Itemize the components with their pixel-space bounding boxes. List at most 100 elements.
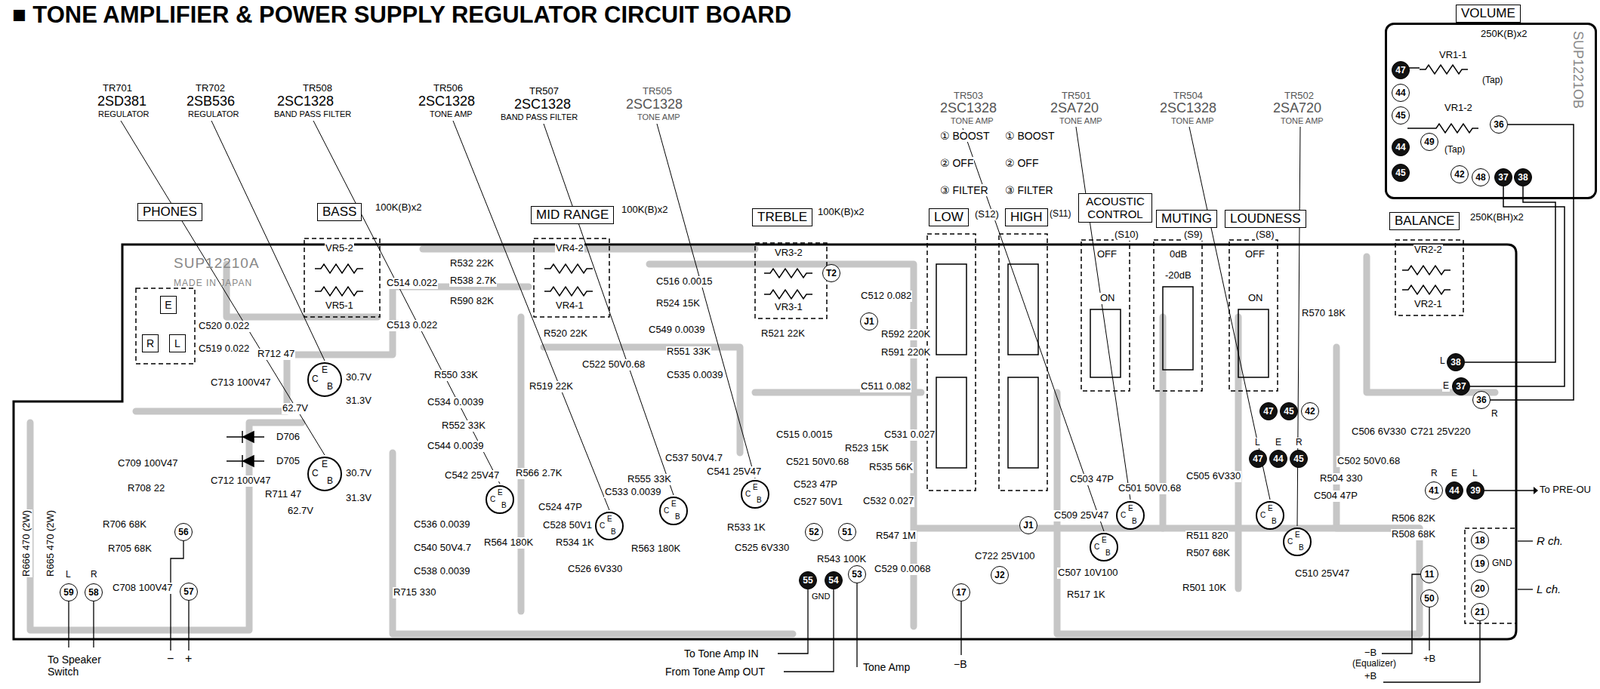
pin-letter: E bbox=[1267, 504, 1274, 513]
node-text: E bbox=[164, 299, 172, 312]
part-label: C516 0.0015 bbox=[655, 276, 713, 288]
wire bbox=[1484, 490, 1534, 491]
part-label: C514 0.022 bbox=[385, 277, 438, 290]
part-label: C509 25V47 bbox=[1053, 510, 1110, 522]
part-callout: 2SA720 bbox=[1272, 100, 1323, 117]
pin-letter: E bbox=[607, 514, 613, 524]
resistor-symbol bbox=[1402, 265, 1451, 275]
part-label: C544 0.0039 bbox=[426, 440, 485, 453]
pin-letter: B bbox=[756, 496, 762, 505]
resistor-symbol bbox=[314, 64, 1479, 300]
part-label: C505 6V330 bbox=[1185, 471, 1242, 483]
switch-outline bbox=[1081, 240, 1130, 392]
copper-trace bbox=[517, 317, 525, 612]
switch-outline bbox=[1153, 240, 1203, 392]
part-label: C527 50V1 bbox=[792, 496, 844, 509]
part-label: C511 0.082 bbox=[860, 381, 912, 393]
node-text: 45 bbox=[1293, 453, 1304, 465]
terminal-pad: 49 bbox=[1420, 132, 1439, 152]
part-callout: 2SC1328 bbox=[939, 100, 998, 117]
switch-body bbox=[1008, 264, 1039, 355]
part-label: R712 47 bbox=[256, 348, 296, 361]
label-box: LOUDNESS bbox=[1224, 209, 1307, 229]
node-text: 45 bbox=[1283, 406, 1294, 417]
part-label: R564 180K bbox=[483, 537, 534, 549]
part-label: C515 0.0015 bbox=[775, 429, 833, 441]
part-label: (S11) bbox=[1048, 209, 1072, 220]
pin-letter: B bbox=[610, 527, 617, 537]
label-box: MUTING bbox=[1156, 209, 1218, 229]
part-label: (S10) bbox=[1113, 229, 1140, 241]
part-label: R535 56K bbox=[868, 462, 914, 474]
part-label: R532 22K bbox=[449, 258, 495, 270]
part-label: (Tap) bbox=[1481, 75, 1504, 87]
part-callout: BAND PASS FILTER bbox=[273, 109, 352, 120]
part-label: VR4-1 bbox=[554, 300, 585, 312]
terminal-pad: J1 bbox=[860, 312, 879, 331]
node-text: MID RANGE bbox=[536, 207, 609, 222]
node-text: 41 bbox=[1428, 485, 1439, 497]
part-label: GND bbox=[810, 591, 831, 602]
label-box: PHONES bbox=[137, 203, 203, 222]
label-box: VOLUME bbox=[1455, 4, 1521, 23]
jack-terminal: E bbox=[160, 295, 177, 315]
terminal-pad: 45 bbox=[1391, 106, 1410, 125]
part-label: C542 25V47 bbox=[443, 470, 500, 482]
part-label: R592 220K bbox=[880, 329, 932, 341]
terminal-pad: 58 bbox=[84, 583, 103, 602]
label-box: ACOUSTIC CONTROL bbox=[1078, 193, 1153, 223]
part-label: R519 22K bbox=[528, 381, 574, 393]
pin-letter: E bbox=[1128, 504, 1134, 513]
leader-line bbox=[120, 120, 1301, 532]
part-label: R517 1K bbox=[1066, 589, 1107, 602]
part-label: C538 0.0039 bbox=[413, 566, 471, 578]
part-callout: TONE AMP bbox=[949, 116, 995, 127]
part-label: C709 100V47 bbox=[117, 458, 179, 470]
terminal-pad: 20 bbox=[1470, 579, 1490, 599]
part-label: 31.3V bbox=[345, 395, 373, 407]
board-outline bbox=[13, 244, 1517, 640]
node-text: 50 bbox=[1424, 593, 1434, 605]
part-callout: TR508 bbox=[302, 83, 333, 95]
part-label: C537 50V4.7 bbox=[664, 453, 724, 465]
part-label: R bbox=[1490, 409, 1499, 420]
node-text: 18 bbox=[1474, 535, 1485, 546]
pin-letter: E bbox=[752, 483, 759, 492]
wire bbox=[1517, 588, 1533, 590]
part-label: R708 22 bbox=[126, 483, 166, 495]
part-label: 100K(B)x2 bbox=[816, 206, 865, 219]
part-label: R523 15K bbox=[844, 443, 890, 455]
resistor-symbol bbox=[1430, 123, 1479, 133]
terminal-pad: 36 bbox=[1489, 115, 1508, 134]
part-label: C535 0.0039 bbox=[665, 369, 724, 382]
pin-letter: E bbox=[1294, 530, 1301, 540]
terminal-pad: 44 bbox=[1445, 481, 1464, 500]
terminal-pad: 53 bbox=[847, 565, 867, 584]
part-label: C506 6V330 bbox=[1350, 426, 1407, 438]
pin-letter: C bbox=[599, 521, 605, 531]
part-label: VR1-1 bbox=[1438, 49, 1468, 62]
label-box: HIGH bbox=[1005, 208, 1049, 227]
part-label: R504 330 bbox=[1319, 473, 1363, 485]
part-label: R511 820 bbox=[1185, 530, 1229, 543]
pin-letter: B bbox=[675, 512, 681, 522]
leader-line bbox=[313, 120, 500, 485]
transistor-symbol bbox=[1090, 533, 1118, 562]
pin-letter: B bbox=[1105, 548, 1111, 558]
part-label: VR5-2 bbox=[324, 243, 355, 255]
node-text: 53 bbox=[851, 569, 862, 580]
part-label: L bbox=[1254, 437, 1261, 449]
terminal-pad: 17 bbox=[952, 583, 971, 602]
part-callout: REGULATOR bbox=[97, 109, 150, 120]
switch-outline bbox=[1395, 240, 1464, 316]
part-label: R566 2.7K bbox=[514, 468, 563, 480]
wire bbox=[1381, 574, 1421, 654]
switch-body bbox=[1238, 309, 1269, 378]
part-callout: TR507 bbox=[528, 86, 560, 98]
pin-letter: C bbox=[663, 506, 669, 515]
pin-letter: E bbox=[321, 365, 328, 376]
wire bbox=[777, 589, 808, 654]
wire bbox=[68, 490, 1534, 683]
terminal-pad: 39 bbox=[1466, 481, 1485, 500]
